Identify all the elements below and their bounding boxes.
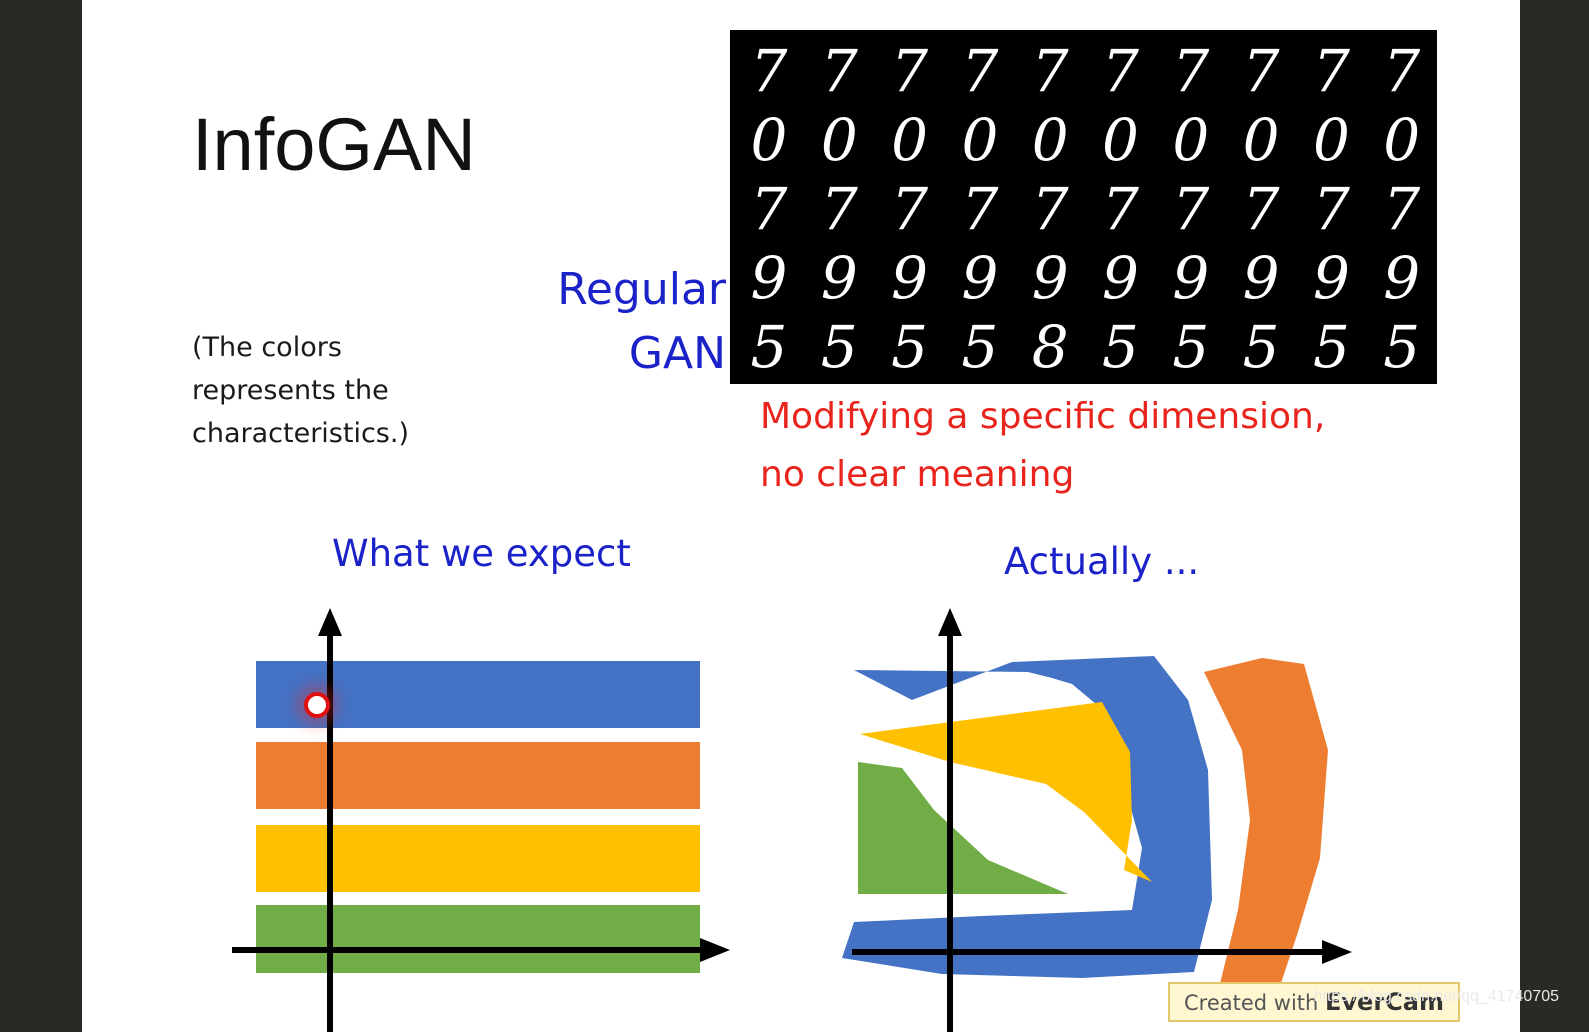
mnist-digit: 7 — [750, 175, 788, 243]
mnist-digit: 7 — [1172, 37, 1210, 105]
actual-diagram — [842, 608, 1352, 1032]
mnist-digit: 0 — [1031, 106, 1069, 174]
mnist-digit: 5 — [750, 313, 788, 381]
expected-band-green — [256, 905, 700, 973]
mnist-digit: 0 — [891, 106, 929, 174]
mnist-digit: 0 — [1242, 106, 1280, 174]
modify-caption-line: no clear meaning — [760, 454, 1075, 495]
mnist-digit: 5 — [1383, 313, 1421, 381]
regular-gan-line: Regular — [557, 264, 726, 315]
note-line: (The colors — [192, 332, 342, 363]
expected-y-axis-arrowhead — [318, 608, 342, 636]
actual-label: Actually ... — [1004, 540, 1200, 583]
modify-caption-line: Modifying a specific dimension, — [760, 396, 1326, 437]
mnist-digit: 5 — [1312, 313, 1350, 381]
regular-gan-label: Regular GAN — [557, 258, 726, 386]
actual-y-axis-arrowhead — [938, 608, 962, 636]
modify-caption: Modifying a specific dimension, no clear… — [760, 388, 1325, 504]
actual-region-green — [858, 762, 1068, 894]
mnist-digit: 0 — [1172, 106, 1210, 174]
mnist-digit: 7 — [1031, 175, 1069, 243]
mnist-digit: 9 — [1312, 244, 1350, 312]
expected-x-axis-arrowhead — [700, 938, 730, 962]
pointer-highlight — [304, 692, 330, 718]
note-line: characteristics.) — [192, 418, 409, 449]
actual-region-orange — [1204, 658, 1328, 992]
mnist-digit: 7 — [750, 37, 788, 105]
mnist-digit: 7 — [1383, 175, 1421, 243]
mnist-digit: 9 — [750, 244, 788, 312]
latent-space-diagrams — [232, 608, 1352, 1032]
evercam-prefix: Created with — [1184, 991, 1326, 1015]
mnist-digit: 9 — [1242, 244, 1280, 312]
actual-region-yellow — [860, 702, 1152, 882]
mnist-digit: 9 — [891, 244, 929, 312]
mnist-digit: 5 — [1242, 313, 1280, 381]
mnist-digit: 7 — [1312, 175, 1350, 243]
evercam-badge: Created with EverCam — [1168, 982, 1460, 1022]
mnist-digit: 5 — [1172, 313, 1210, 381]
evercam-brand: EverCam — [1325, 988, 1444, 1016]
mnist-digit: 9 — [820, 244, 858, 312]
mnist-digit: 8 — [1031, 313, 1069, 381]
mnist-digit: 0 — [750, 106, 788, 174]
mnist-digit: 5 — [1102, 313, 1139, 381]
mnist-digit: 7 — [961, 37, 999, 105]
actual-x-axis-arrowhead — [1322, 940, 1352, 964]
note-line: represents the — [192, 375, 389, 406]
mnist-digit: 9 — [1102, 244, 1139, 312]
mnist-digit: 5 — [961, 313, 999, 381]
slide: InfoGAN (The colors represents the chara… — [82, 0, 1520, 1032]
watermark: https://blog.csdn.net/qq_41740705 — [1313, 988, 1559, 1005]
mnist-digit: 0 — [1312, 106, 1350, 174]
mnist-digit: 9 — [1031, 244, 1069, 312]
mnist-digit: 9 — [1172, 244, 1210, 312]
mnist-digit: 5 — [891, 313, 929, 381]
mnist-digit: 9 — [1383, 244, 1421, 312]
expected-diagram — [232, 608, 730, 1032]
mnist-digit: 7 — [1312, 37, 1350, 105]
mnist-digit: 7 — [820, 175, 858, 243]
mnist-digit: 7 — [1383, 37, 1421, 105]
expected-band-yellow — [256, 825, 700, 892]
mnist-digit: 5 — [820, 313, 858, 381]
regular-gan-line: GAN — [628, 328, 726, 379]
mnist-digit: 7 — [961, 175, 999, 243]
mnist-digit: 9 — [961, 244, 999, 312]
mnist-digit: 7 — [891, 37, 929, 105]
mnist-digit: 7 — [1102, 175, 1139, 243]
mnist-digit: 0 — [1383, 106, 1421, 174]
mnist-digit: 7 — [820, 37, 858, 105]
expected-band-orange — [256, 742, 700, 809]
colors-note: (The colors represents the characteristi… — [192, 326, 409, 455]
mnist-digit: 7 — [1172, 175, 1210, 243]
mnist-digit: 7 — [1031, 37, 1069, 105]
mnist-digit: 7 — [1242, 175, 1280, 243]
expect-label: What we expect — [332, 532, 631, 575]
mnist-digit: 7 — [891, 175, 929, 243]
slide-title: InfoGAN — [192, 103, 476, 186]
mnist-digit: 0 — [961, 106, 999, 174]
mnist-digit: 7 — [1102, 37, 1139, 105]
mnist-digit: 0 — [1102, 106, 1139, 174]
mnist-digit: 0 — [820, 106, 858, 174]
mnist-digit: 7 — [1242, 37, 1280, 105]
